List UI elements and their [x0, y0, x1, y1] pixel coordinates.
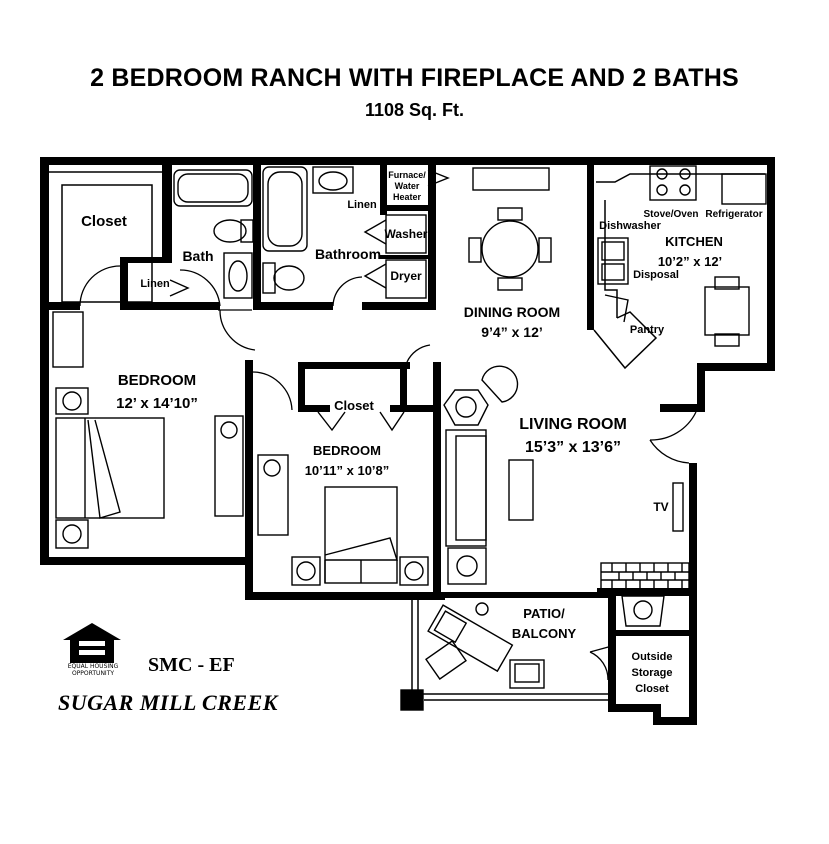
label-tv: TV [653, 500, 668, 514]
room-labels: Closet Bath Linen Bathroom Linen Furnace… [81, 170, 763, 695]
nightstand-4 [399, 556, 429, 586]
plan-code: SMC - EF [148, 654, 235, 676]
end-table [443, 389, 489, 426]
plan-area: 1108 Sq. Ft. [364, 100, 465, 120]
label-furnace-3: Heater [393, 192, 422, 202]
label-furnace-2: Water [395, 181, 420, 191]
dresser-3 [257, 454, 289, 536]
dining-buffet [472, 167, 550, 191]
sink-2 [312, 166, 354, 194]
dining-table [481, 220, 539, 278]
patio-chair [509, 659, 545, 689]
armchair [481, 365, 519, 403]
label-pantry: Pantry [630, 324, 665, 336]
label-bedroom2-size: 10’11” x 10’8” [305, 463, 390, 478]
sofa [445, 429, 487, 547]
plan-title: 2 BEDROOM RANCH WITH FIREPLACE AND 2 BAT… [90, 64, 739, 92]
label-washer: Washer [385, 227, 428, 241]
eho-line2: OPPORTUNITY [71, 670, 115, 677]
label-storage-1: Outside [632, 651, 673, 663]
label-bedroom2-name: BEDROOM [313, 443, 381, 458]
eho-line1: EQUAL HOUSING [67, 663, 119, 670]
label-dishwasher: Dishwasher [599, 220, 661, 232]
equal-housing-text: EQUAL HOUSING OPPORTUNITY [58, 663, 128, 677]
equal-housing-icon [63, 623, 121, 663]
tv-stand [672, 482, 684, 532]
door-swings [79, 265, 697, 681]
label-linen-bath: Linen [140, 278, 170, 290]
side-table [447, 547, 487, 585]
label-refrigerator: Refrigerator [705, 209, 762, 220]
label-living-name: LIVING ROOM [519, 416, 627, 433]
label-patio-1: PATIO/ [523, 606, 565, 621]
thin-lines [49, 171, 765, 701]
fireplace-hearth [600, 562, 690, 590]
label-dining-name: DINING ROOM [464, 304, 560, 320]
label-storage-3: Closet [635, 683, 669, 695]
label-closet-mid: Closet [334, 398, 374, 413]
label-living-size: 15’3” x 13’6” [525, 439, 621, 456]
label-kitchen-name: KITCHEN [665, 234, 723, 249]
kitchen-table [704, 286, 750, 336]
bathtub-2 [262, 166, 308, 252]
nightstand-3 [291, 556, 321, 586]
master-bed [55, 417, 165, 519]
label-stove: Stove/Oven [643, 209, 698, 220]
patio-lounger [427, 604, 514, 673]
label-master-name: BEDROOM [118, 372, 196, 389]
dryer [385, 259, 427, 299]
dresser-2 [214, 415, 244, 517]
label-linen-bathroom: Linen [347, 199, 377, 211]
label-bathroom: Bathroom [315, 246, 381, 262]
label-kitchen-size: 10’2” x 12’ [658, 254, 722, 269]
label-master-size: 12’ x 14’10” [116, 395, 198, 412]
dresser-1 [52, 311, 84, 368]
label-disposal: Disposal [633, 269, 679, 281]
nightstand-2 [55, 519, 89, 549]
refrigerator [721, 173, 767, 205]
sink-1 [223, 252, 253, 299]
bathtub-1 [173, 169, 253, 207]
label-closet-left: Closet [81, 213, 127, 230]
fixtures [52, 165, 767, 711]
toilet-2 [273, 265, 305, 291]
stove [649, 165, 697, 201]
kitchen-sink [597, 237, 629, 285]
fireplace [621, 595, 665, 627]
toilet-1 [213, 219, 247, 243]
label-furnace-1: Furnace/ [388, 170, 426, 180]
nightstand-1 [55, 387, 89, 415]
label-dining-size: 9’4” x 12’ [481, 324, 543, 340]
label-storage-2: Storage [632, 667, 673, 679]
washer [385, 214, 427, 254]
label-patio-2: BALCONY [512, 626, 577, 641]
coffee-table [508, 459, 534, 521]
label-dryer: Dryer [390, 269, 422, 283]
brand-logo: SUGAR MILL CREEK [58, 690, 278, 715]
label-bath: Bath [182, 248, 213, 264]
